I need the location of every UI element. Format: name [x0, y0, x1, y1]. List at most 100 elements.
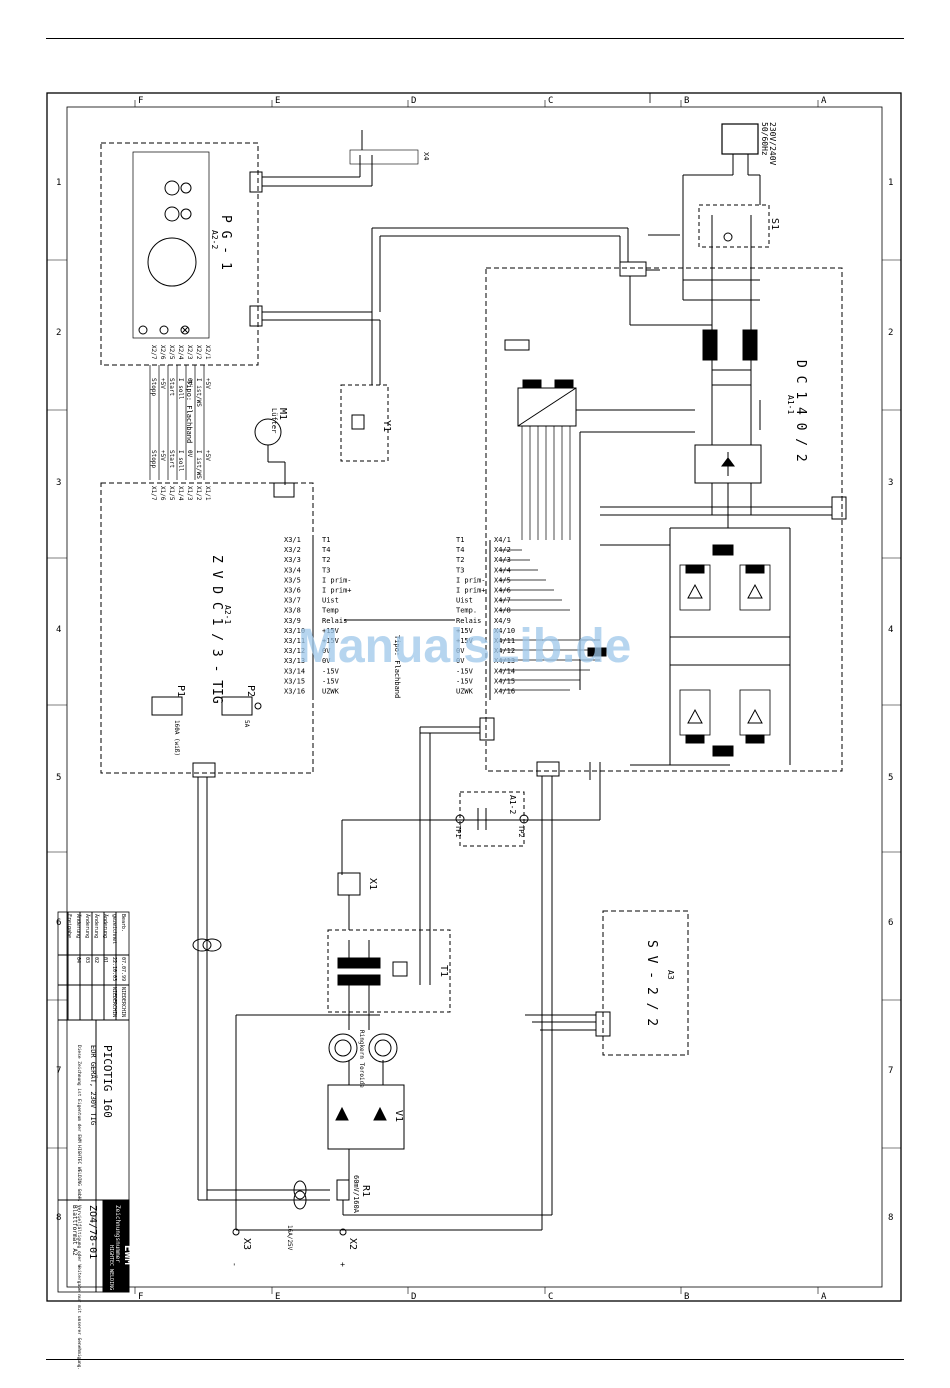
pg-pin-label: X2/3 — [186, 345, 193, 360]
x4-signal-label: Uist — [456, 597, 473, 605]
grid-letter-top: F — [138, 96, 143, 106]
a12-ref: A1-2 — [508, 795, 517, 814]
dc140-ref: A1-1 — [786, 395, 795, 414]
pg-signal-label: +5V — [204, 378, 211, 389]
x4-signal-label: -15V — [456, 667, 474, 675]
x3-signal-label: -15V — [322, 667, 340, 675]
x4-signal-label: +15V — [456, 637, 474, 645]
x4-pin-label: X4/6 — [494, 587, 511, 595]
pg-signal-label: Start — [168, 378, 175, 396]
zv-pin-label: X1/6 — [159, 486, 166, 501]
title-block — [57, 911, 130, 1293]
title-row-date: 03 — [84, 957, 90, 963]
x4-pin-label: X4/1 — [494, 536, 511, 544]
zv-pin-label: X1/5 — [168, 486, 175, 501]
grid-letter-top: B — [684, 96, 689, 106]
p1-label: P1 — [175, 685, 186, 697]
x3-signal-label: -15V — [322, 677, 340, 685]
drawing-frame — [46, 92, 902, 1302]
title-drawing-no: ZO4/78-01 — [87, 1205, 98, 1259]
pg-signal-label: 0V — [186, 378, 193, 386]
x3-pin-label: X3/11 — [284, 637, 305, 645]
pg-pin-label: X2/5 — [168, 345, 175, 360]
bottom-rule — [46, 1359, 904, 1360]
x3-signal-label: T1 — [322, 536, 330, 544]
x3-signal-label: T4 — [322, 546, 330, 554]
title-subtitle: EDR GERÄT, 230V TIG — [89, 1045, 98, 1125]
x4-label: X4 — [422, 152, 430, 160]
grid-number-right: 2 — [888, 328, 893, 338]
x4-pin-label: X4/10 — [494, 627, 515, 635]
x4-pin-label: X4/11 — [494, 637, 515, 645]
sv22-ref: A3 — [666, 970, 675, 980]
grid-number-right: 7 — [888, 1066, 893, 1076]
title-sheet: Blattformat A2 — [71, 1205, 78, 1256]
grid-number-left: 6 — [56, 918, 61, 928]
pg1-box — [100, 142, 259, 366]
title-row-label: Änderung — [84, 914, 91, 938]
m1-label: M1 — [277, 408, 288, 420]
pg-pin-label: X2/7 — [150, 345, 157, 360]
x3-pin-label: X3/7 — [284, 597, 301, 605]
grid-letter-bottom: C — [548, 1292, 553, 1302]
x3-label: X3 — [241, 1238, 252, 1250]
r1-label: R1 — [360, 1185, 371, 1197]
m1-sub: Lüfter — [270, 408, 278, 433]
title-row-date: 07.07.99 — [120, 957, 126, 981]
x4-pin-label: X4/13 — [494, 657, 515, 665]
x3-pin-label: X3/9 — [284, 617, 301, 625]
grid-number-left: 2 — [56, 328, 61, 338]
pg1-front — [132, 151, 210, 339]
title-row-label: Freigabe — [66, 914, 72, 938]
x4-signal-label: +15V — [456, 627, 474, 635]
x3-signal-label: T3 — [322, 566, 330, 574]
x3-pin-label: X3/10 — [284, 627, 305, 635]
title-row-date: 02 — [93, 957, 99, 963]
zv-pin-label: X1/7 — [150, 486, 157, 501]
x4-pin-label: X4/7 — [494, 597, 511, 605]
plug-rating-1: 230V/240V — [768, 122, 777, 166]
plug-rating-2: 50/60Hz — [760, 122, 769, 156]
cable-note-2: Tipo: Flachband — [185, 380, 193, 443]
title-row-name: NIEDERCHIN — [120, 987, 126, 1017]
x1-label: X1 — [367, 878, 378, 890]
x3-pin-label: X3/6 — [284, 587, 301, 595]
pg1-name: P G - 1 — [218, 215, 233, 270]
x4-pin-label: X4/14 — [494, 667, 515, 675]
x4-pin-label: X4/12 — [494, 647, 515, 655]
zv-pin-label: X1/4 — [177, 486, 184, 501]
x3-signal-label: I prim+ — [322, 587, 352, 595]
grid-letter-bottom: A — [821, 1292, 827, 1302]
zvdc-box — [100, 482, 314, 774]
x3-pin-label: X3/12 — [284, 647, 305, 655]
title-row-date: 22.10.03 — [111, 957, 117, 981]
x4-signal-label: I prim+ — [456, 587, 486, 595]
zv-signal-label: I ist/WS — [195, 450, 202, 479]
grid-number-left: 4 — [56, 625, 61, 635]
p2-sub: 5A — [243, 720, 250, 728]
zv-pin-label: X1/3 — [186, 486, 193, 501]
title-product: PICOTIG 160 — [101, 1045, 114, 1118]
title-row-label: Änderung — [75, 914, 82, 938]
grid-number-right: 8 — [888, 1213, 893, 1223]
grid-letter-top: E — [275, 96, 280, 106]
title-brand: EWM — [122, 1245, 135, 1265]
dc140-name: D C 1 4 0 / 2 — [793, 360, 808, 462]
x3-signal-label: 0V — [322, 647, 331, 655]
x3-signal-label: I prim- — [322, 576, 352, 584]
x4-pin-label: X4/4 — [494, 566, 511, 574]
grid-number-right: 5 — [888, 773, 893, 783]
x3-pin-label: X3/8 — [284, 607, 301, 615]
zv-signal-label: 0V — [186, 450, 193, 458]
tp1-label: TP1 — [454, 825, 462, 838]
x3-signal-label: Relais — [322, 617, 347, 625]
x3-signal-label: Uist — [322, 597, 339, 605]
x4-pin-label: X4/5 — [494, 576, 511, 584]
watermark: ManualsLib.de — [298, 620, 631, 673]
x3-sign: - — [230, 1262, 239, 1267]
x3-pin-label: X3/2 — [284, 546, 301, 554]
x4-pin-label: X4/8 — [494, 607, 511, 615]
tp2-label: TP2 — [517, 825, 525, 838]
x4-signal-label: 0V — [456, 657, 465, 665]
pg-pin-label: X2/6 — [159, 345, 166, 360]
